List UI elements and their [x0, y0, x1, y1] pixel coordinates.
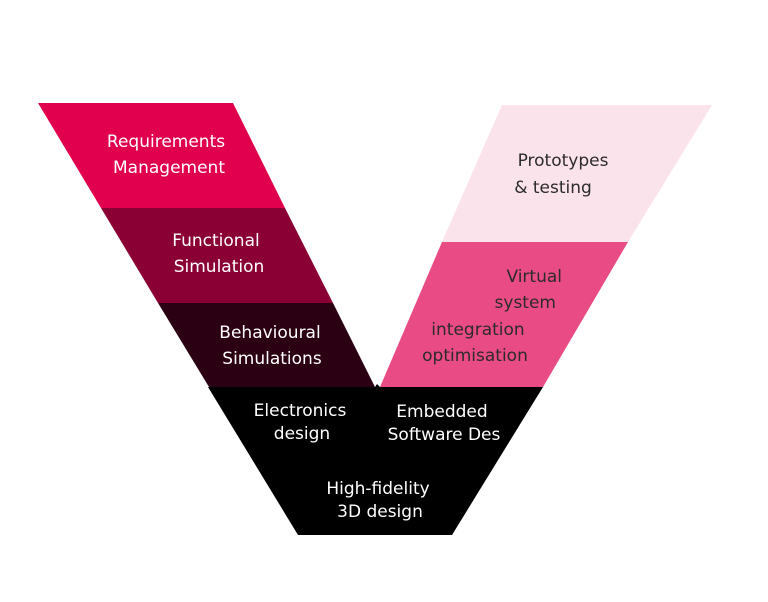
label-functional-2: Simulation: [174, 257, 265, 277]
label-electronics-1: Electronics: [254, 401, 347, 421]
label-virtual-3: integration: [431, 320, 524, 340]
label-hifi-2: 3D design: [337, 502, 423, 522]
label-virtual-2: system: [495, 293, 556, 313]
label-electronics-2: design: [274, 424, 330, 444]
label-prototypes-1: Prototypes: [518, 151, 609, 171]
label-behavioural-2: Simulations: [222, 349, 322, 369]
band-base: [208, 384, 543, 535]
label-behavioural-1: Behavioural: [219, 323, 320, 343]
band-requirements: [38, 103, 285, 208]
label-requirements-1: Requirements: [107, 132, 225, 152]
label-embedded-1: Embedded: [396, 402, 487, 422]
label-virtual-4: optimisation: [422, 346, 528, 366]
label-functional-1: Functional: [172, 231, 259, 251]
label-embedded-2: Software Des: [388, 425, 501, 445]
band-virtual: [380, 242, 628, 387]
band-functional: [101, 208, 333, 303]
band-prototypes: [442, 105, 712, 242]
label-hifi-1: High-fidelity: [326, 479, 429, 499]
label-requirements-2: Management: [113, 158, 225, 178]
label-virtual-1: Virtual: [506, 267, 562, 287]
label-prototypes-2: & testing: [514, 178, 592, 198]
band-behavioural: [158, 303, 375, 387]
